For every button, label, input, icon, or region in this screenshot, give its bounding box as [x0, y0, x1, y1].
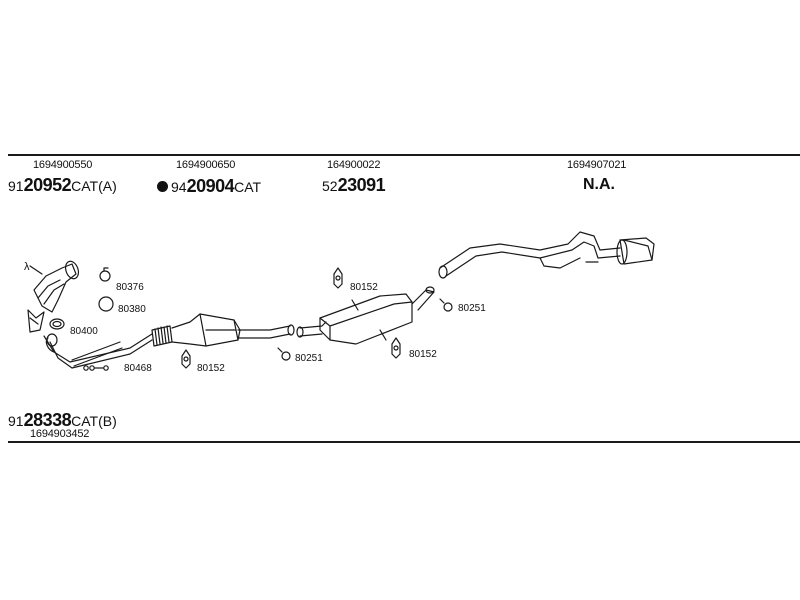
- ring-80400-icon: [49, 318, 65, 330]
- part-prefix: 94: [171, 179, 187, 195]
- callout-80251-b: 80251: [458, 303, 486, 314]
- callout-80152-b: 80152: [350, 282, 378, 293]
- gasket-80380-icon: [98, 296, 114, 312]
- callout-80468: 80468: [124, 363, 152, 374]
- oe-number-bottom: 1694903452: [30, 428, 90, 440]
- oe-number-1: 1694900550: [33, 159, 93, 171]
- part-main: 23091: [337, 175, 386, 195]
- oe-number-2: 1694900650: [176, 159, 236, 171]
- part-main: N.A.: [583, 176, 615, 193]
- callout-80152-a: 80152: [197, 363, 225, 374]
- part-prefix: 91: [8, 413, 24, 429]
- part-main: 20952: [23, 175, 72, 195]
- part-number-3: 5223091: [322, 175, 386, 195]
- hanger-80251-icon-2: [439, 298, 453, 312]
- part-suffix: CAT: [234, 179, 262, 195]
- callout-80376: 80376: [116, 282, 144, 293]
- hanger-80251-icon-1: [277, 347, 291, 361]
- part-main: 20904: [186, 176, 235, 196]
- part-prefix: 52: [322, 178, 338, 194]
- callout-80251-a: 80251: [295, 353, 323, 364]
- part-number-bottom: 9128338CAT(B): [8, 411, 117, 430]
- oe-number-3: 164900022: [327, 159, 381, 171]
- oe-number-4: 1694907021: [567, 159, 627, 171]
- callout-80380: 80380: [118, 304, 146, 315]
- callout-80152-c: 80152: [409, 349, 437, 360]
- part-suffix: CAT(A): [71, 178, 117, 194]
- part-prefix: 91: [8, 178, 24, 194]
- hanger-80152-icon-1: [181, 349, 191, 369]
- filled-circle-icon: [157, 181, 168, 192]
- part-number-1: 9120952CAT(A): [8, 176, 117, 195]
- lambda-sensor-label: λ: [24, 261, 30, 273]
- bottom-divider: [8, 441, 800, 443]
- part-number-2: 9420904CAT: [157, 177, 261, 196]
- part-suffix: CAT(B): [71, 413, 117, 429]
- clamp-80376-icon: [99, 267, 111, 282]
- front-pipe: [43, 333, 153, 369]
- catalytic-converter-b: [171, 313, 295, 347]
- callout-80400: 80400: [70, 326, 98, 337]
- hanger-80152-icon-3: [391, 337, 401, 359]
- rear-muffler-pipe: [438, 231, 655, 279]
- catalytic-converter-a: [27, 260, 80, 333]
- part-main: 28338: [23, 410, 72, 430]
- hanger-80152-icon-2: [333, 267, 343, 289]
- center-muffler: [296, 286, 435, 345]
- part-number-4: N.A.: [583, 177, 615, 193]
- flex-pipe: [151, 325, 173, 347]
- bolt-80468-icon: [83, 365, 109, 371]
- top-divider: [8, 154, 800, 156]
